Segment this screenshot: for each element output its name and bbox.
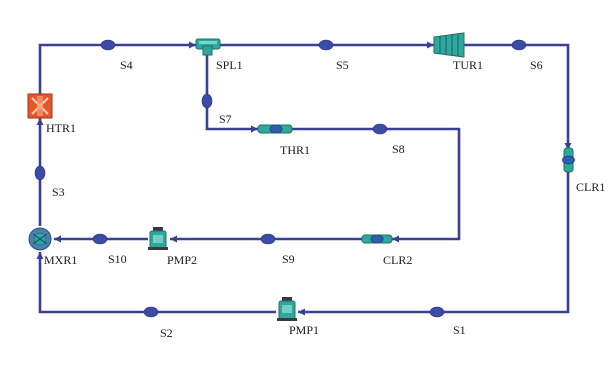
stream-markers xyxy=(34,39,527,318)
stream-marker-s2[interactable] xyxy=(143,306,159,318)
unit-label-pmp1: PMP1 xyxy=(289,323,319,337)
stream-marker-s1[interactable] xyxy=(429,306,445,318)
stream-line-s2[interactable] xyxy=(38,252,276,314)
unit-label-thr1: THR1 xyxy=(280,143,310,157)
stream-line-s4[interactable] xyxy=(38,43,196,94)
stream-line-s8[interactable] xyxy=(292,127,461,241)
mixer-mxr1-icon[interactable] xyxy=(28,227,52,251)
stream-label-s9: S9 xyxy=(282,252,295,266)
arrow-into-pmp1 xyxy=(298,308,305,316)
arrow-into-clr2 xyxy=(392,235,399,243)
flow-arrows xyxy=(36,41,572,316)
stream-marker-s5[interactable] xyxy=(318,39,334,51)
unit-labels: HTR1 SPL1 TUR1 CLR1 THR1 CLR2 PMP2 MXR1 … xyxy=(44,58,605,337)
unit-label-htr1: HTR1 xyxy=(46,121,76,135)
arrow-into-spl1 xyxy=(189,41,196,49)
stream-marker-s6[interactable] xyxy=(511,39,527,51)
arrow-into-mxr1-right xyxy=(54,235,61,243)
unit-label-tur1: TUR1 xyxy=(453,58,483,72)
stream-label-s4: S4 xyxy=(120,58,133,72)
stream-marker-s10[interactable] xyxy=(92,233,108,245)
cooler-clr1-icon[interactable] xyxy=(562,147,575,173)
stream-line-s7[interactable] xyxy=(205,55,258,131)
unit-label-spl1: SPL1 xyxy=(216,58,243,72)
stream-line-s1[interactable] xyxy=(298,170,570,314)
arrow-into-pmp2 xyxy=(170,235,177,243)
arrow-into-tur1 xyxy=(427,41,434,49)
stream-labels: S1 S2 S3 S4 S5 S6 S7 S8 S9 S10 xyxy=(52,58,543,340)
splitter-spl1-icon[interactable] xyxy=(195,38,221,56)
throttle-thr1-icon[interactable] xyxy=(257,124,293,134)
arrow-into-thr1 xyxy=(251,125,258,133)
unit-label-pmp2: PMP2 xyxy=(167,253,197,267)
stream-label-s8: S8 xyxy=(392,142,405,156)
stream-label-s7: S7 xyxy=(219,112,232,126)
arrow-into-clr1 xyxy=(564,143,572,150)
unit-label-clr2: CLR2 xyxy=(383,253,412,267)
unit-label-mxr1: MXR1 xyxy=(44,253,77,267)
stream-marker-s8[interactable] xyxy=(372,123,388,135)
pump-pmp1-icon[interactable] xyxy=(277,297,297,321)
stream-marker-s9[interactable] xyxy=(260,233,276,245)
cooler-clr2-icon[interactable] xyxy=(361,234,393,244)
stream-label-s5: S5 xyxy=(336,58,349,72)
stream-label-s2: S2 xyxy=(160,326,173,340)
arrow-into-htr1 xyxy=(36,118,44,125)
turbine-tur1-icon[interactable] xyxy=(433,32,465,58)
stream-label-s6: S6 xyxy=(530,58,543,72)
heater-htr1-icon[interactable] xyxy=(27,93,53,119)
stream-label-s3: S3 xyxy=(52,185,65,199)
stream-marker-s3[interactable] xyxy=(34,165,46,181)
unit-label-clr1: CLR1 xyxy=(576,180,605,194)
arrow-into-mxr1-bottom xyxy=(36,252,44,259)
stream-label-s1: S1 xyxy=(453,323,466,337)
pump-pmp2-icon[interactable] xyxy=(148,227,168,250)
stream-marker-s7[interactable] xyxy=(201,93,213,109)
stream-line-s6[interactable] xyxy=(464,43,570,150)
stream-lines xyxy=(38,43,570,314)
stream-label-s10: S10 xyxy=(108,252,127,266)
stream-marker-s4[interactable] xyxy=(100,39,116,51)
